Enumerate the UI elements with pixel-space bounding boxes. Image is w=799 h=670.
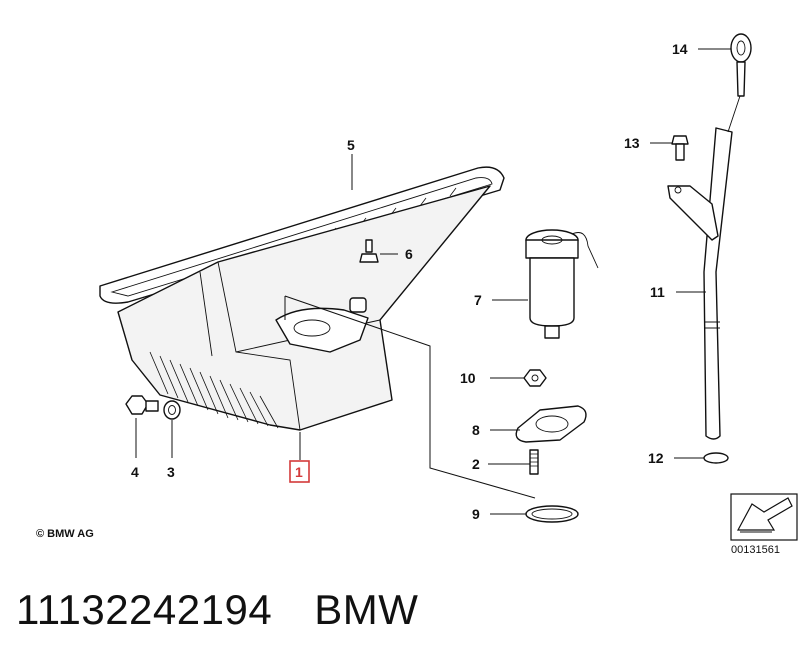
highlight-box xyxy=(289,460,310,483)
brand-name: BMW xyxy=(314,586,419,633)
stud-part-2 xyxy=(529,449,539,475)
label-part-4: 4 xyxy=(131,464,139,480)
label-part-6: 6 xyxy=(405,246,413,262)
label-part-5: 5 xyxy=(347,137,355,153)
dipstick-part-14 xyxy=(727,33,752,133)
connection-line-sender xyxy=(284,295,536,499)
washer-part-3 xyxy=(163,400,181,420)
label-part-2: 2 xyxy=(472,456,480,472)
label-part-1: 1 xyxy=(295,464,303,480)
label-part-14: 14 xyxy=(672,41,688,57)
image-code: 00131561 xyxy=(731,544,780,556)
footer: 11132242194 BMW xyxy=(16,586,418,646)
copyright-text: © BMW AG xyxy=(36,528,94,540)
direction-arrow-icon xyxy=(730,493,798,541)
o-ring-part-12 xyxy=(703,452,729,464)
leader-lines xyxy=(135,48,731,515)
label-part-11: 11 xyxy=(650,284,665,300)
oil-pan-part-1 xyxy=(117,185,491,460)
o-ring-part-9 xyxy=(525,505,579,523)
flange-part-8 xyxy=(515,405,587,443)
label-part-8: 8 xyxy=(472,422,480,438)
guide-tube-part-11 xyxy=(667,127,733,440)
label-part-13: 13 xyxy=(624,135,640,151)
label-part-1-highlight[interactable]: 1 xyxy=(289,460,310,483)
label-part-9: 9 xyxy=(472,506,480,522)
bolt-part-6 xyxy=(359,239,379,263)
bolt-part-13 xyxy=(671,135,689,161)
label-part-7: 7 xyxy=(474,292,482,308)
oil-level-sensor-part-7 xyxy=(525,229,599,339)
label-part-12: 12 xyxy=(648,450,664,466)
nut-part-10 xyxy=(523,369,547,387)
part-number: 11132242194 xyxy=(16,586,273,633)
drain-plug-part-4 xyxy=(125,395,159,415)
label-part-10: 10 xyxy=(460,370,476,386)
label-part-3: 3 xyxy=(167,464,175,480)
